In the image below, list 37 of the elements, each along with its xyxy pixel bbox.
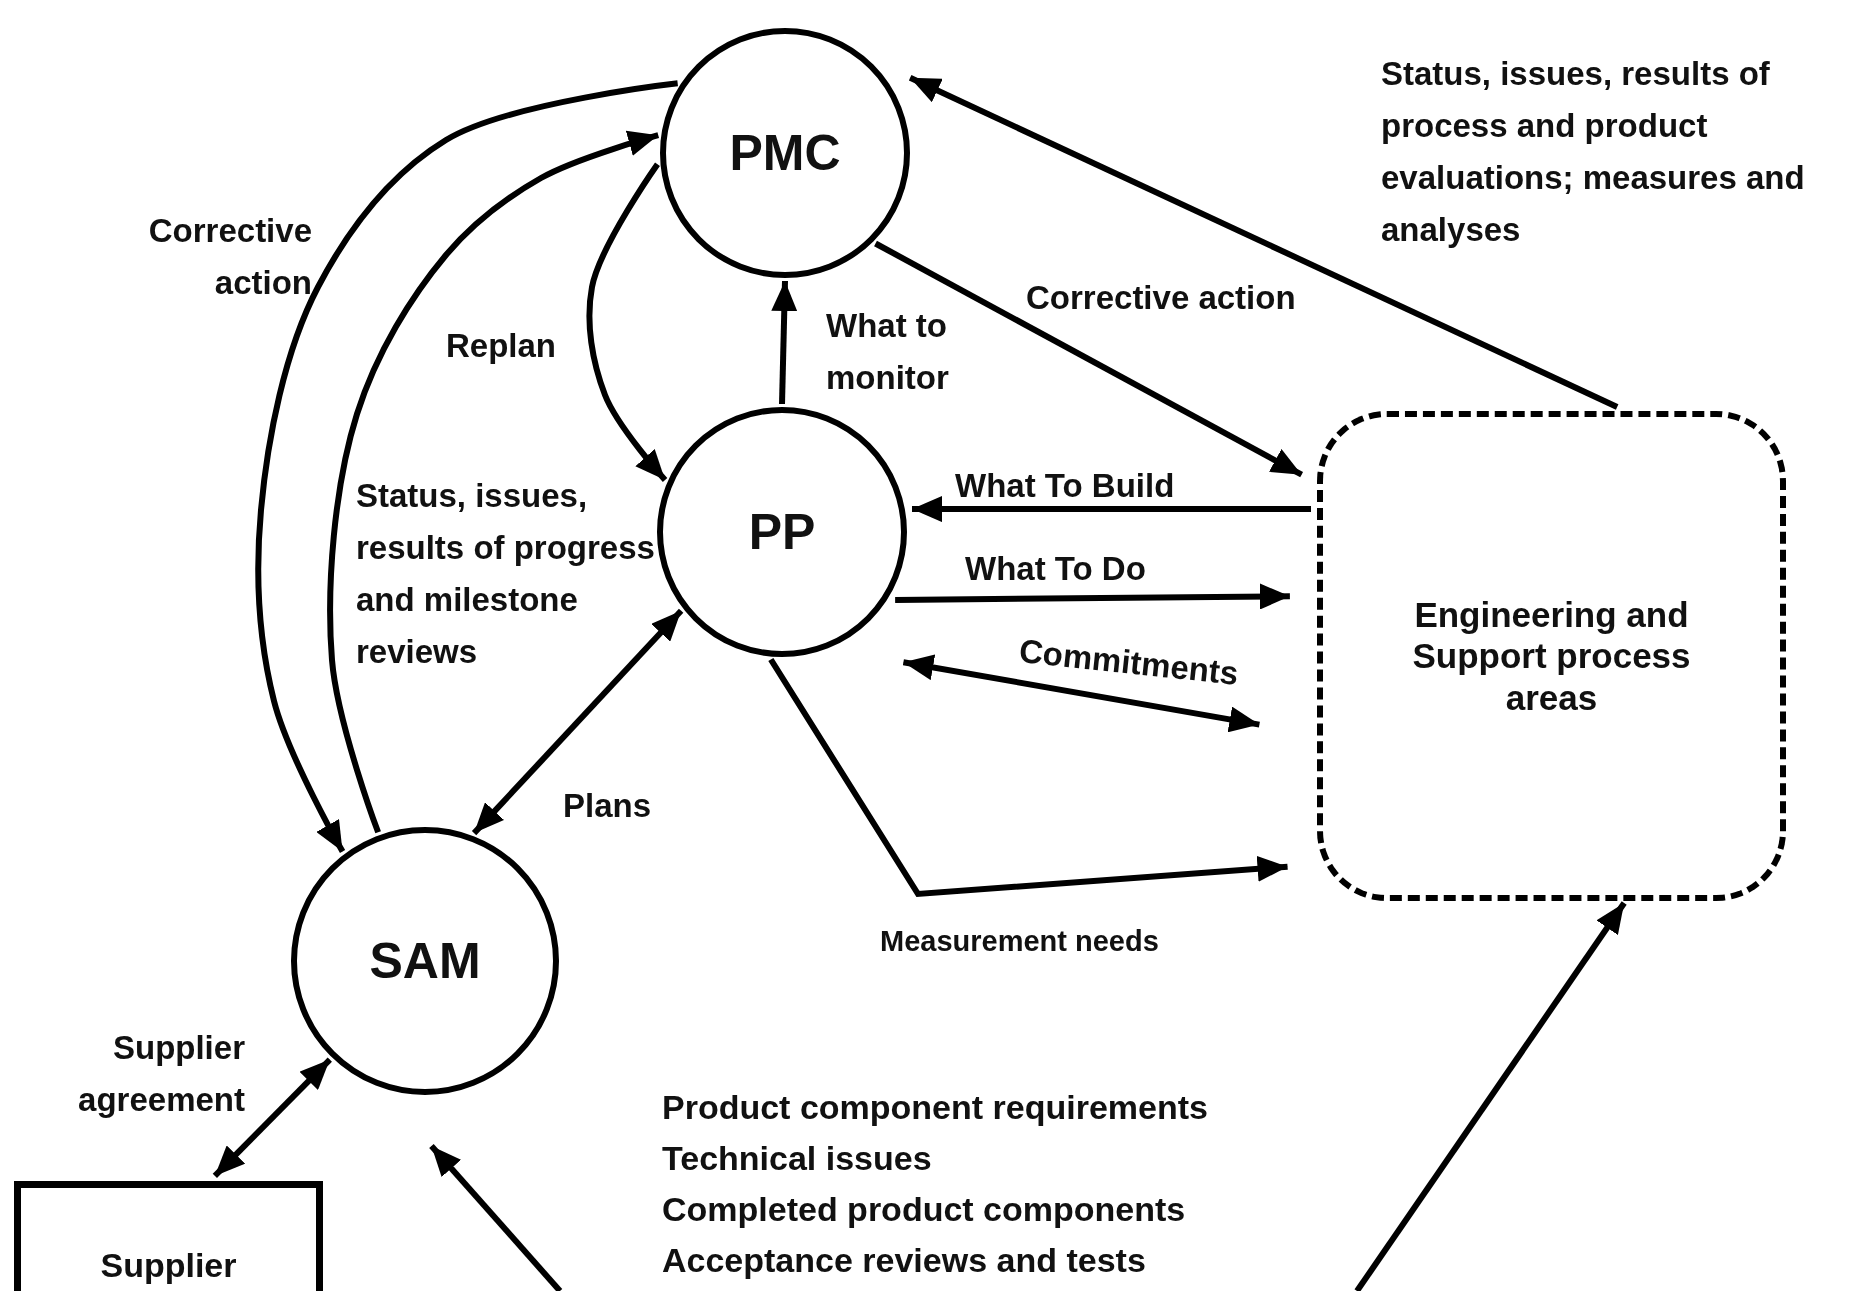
arrow (902, 654, 1260, 733)
note-text: Technical issues (662, 1138, 932, 1179)
arrow (471, 608, 684, 836)
edge-label: Plans (563, 786, 652, 826)
arrow (327, 130, 660, 834)
edge-label: What to monitor (826, 306, 950, 398)
edge-label: Corrective action (1026, 278, 1296, 318)
arrow (429, 1143, 563, 1291)
arrow (895, 583, 1290, 610)
arrow (908, 75, 1619, 410)
edge-label: Status, issues, results of process and product evaluations; measures and analyses (1381, 54, 1806, 250)
arrow (874, 240, 1304, 478)
arrow (212, 1057, 332, 1178)
arrow (255, 80, 678, 854)
edge-label: Corrective action (147, 211, 312, 303)
arrow (912, 496, 1311, 523)
node-label: PP (748, 503, 816, 561)
arrow (771, 280, 798, 405)
note-text: Acceptance reviews and tests (662, 1240, 1146, 1281)
edge-label: Measurement needs (880, 924, 1159, 959)
edge-label: Supplier agreement (77, 1028, 245, 1120)
process-area-box (1317, 411, 1786, 901)
arrow (768, 657, 1288, 898)
node-label: SAM (369, 932, 481, 990)
arrow (586, 162, 668, 482)
edge-label: What To Do (965, 549, 1146, 589)
note-text: Completed product components (662, 1189, 1186, 1230)
note-text: Product component requirements (662, 1087, 1208, 1128)
node-label: PMC (729, 124, 841, 182)
arrow (1354, 901, 1627, 1291)
edge-label: What To Build (955, 466, 1175, 506)
edge-label: Replan (446, 326, 557, 366)
node-label: Supplier (100, 1246, 237, 1285)
edge-label: Commitments (1016, 630, 1241, 694)
node-label: Engineering and Support process areas (1411, 594, 1692, 718)
external-entity-box (14, 1181, 323, 1291)
edge-label: Status, issues, results of progress and milestone reviews (356, 476, 656, 672)
